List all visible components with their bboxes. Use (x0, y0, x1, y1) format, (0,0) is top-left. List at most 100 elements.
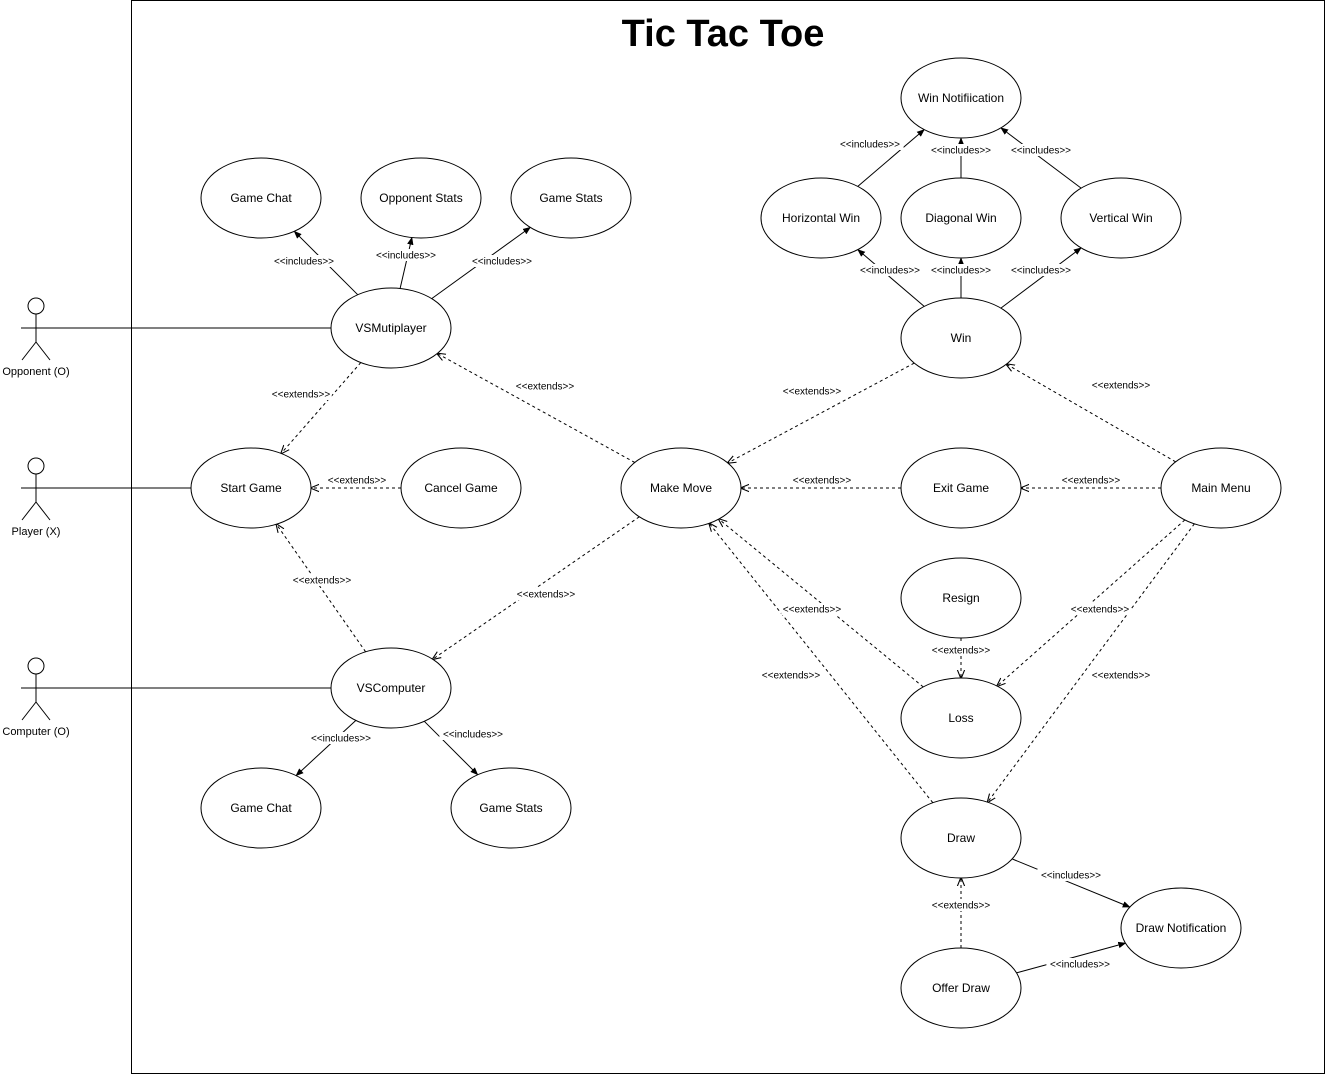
label-background (514, 380, 576, 392)
use-case-vs-computer: VSComputer (330, 647, 452, 729)
label-background (856, 264, 924, 276)
extends-label: <<extends>> (783, 605, 842, 616)
label-background (1060, 474, 1122, 486)
label-background (791, 474, 853, 486)
actor-label: Computer (O) (2, 726, 69, 738)
label-background (760, 669, 822, 681)
actor-head (27, 297, 45, 315)
use-case-ellipse (1060, 177, 1182, 259)
includes-label: <<includes>> (1011, 266, 1071, 277)
use-case-win: Win (900, 297, 1022, 379)
use-case-label: Win (951, 331, 972, 345)
use-case-label: Game Stats (539, 191, 602, 205)
label-background (927, 144, 995, 156)
actor-right-leg (35, 701, 51, 721)
use-case-start-game: Start Game (190, 447, 312, 529)
includes-edge-win-to-horizontal_win (857, 249, 925, 307)
includes-label: <<includes>> (860, 266, 920, 277)
use-case-ellipse (360, 157, 482, 239)
use-case-ellipse (1160, 447, 1282, 529)
use-case-label: Draw (947, 831, 975, 845)
label-background (307, 732, 375, 744)
extends-label: <<extends>> (328, 476, 387, 487)
use-case-label: Horizontal Win (782, 211, 860, 225)
use-case-ellipse (900, 557, 1022, 639)
use-case-diagonal-win: Diagonal Win (900, 177, 1022, 259)
label-background (270, 255, 338, 267)
includes-edge-draw-to-draw_notification (1011, 858, 1131, 908)
extends-label: <<extends>> (272, 390, 331, 401)
use-case-label: Diagonal Win (925, 211, 996, 225)
use-case-vs-multiplayer: VSMutiplayer (330, 287, 452, 369)
use-case-label: Exit Game (933, 481, 989, 495)
use-case-game-stats-bottom: Game Stats (450, 767, 572, 849)
label-background (270, 388, 332, 400)
use-case-label: Make Move (650, 481, 712, 495)
extends-edge-vs_computer-to-start_game (276, 524, 367, 653)
extends-label: <<extends>> (1071, 605, 1130, 616)
actor-right-leg (35, 501, 51, 521)
use-case-ellipse (450, 767, 572, 849)
includes-label: <<includes>> (472, 257, 532, 268)
actor-head (27, 457, 45, 475)
use-case-label: Win Notifiication (918, 91, 1004, 105)
use-case-vertical-win: Vertical Win (1060, 177, 1182, 259)
actor-label: Opponent (O) (2, 366, 69, 378)
diagram-title: Tic Tac Toe (622, 13, 825, 55)
includes-label: <<includes>> (1041, 871, 1101, 882)
relationship-edges (276, 127, 1195, 974)
includes-edge-vs_multiplayer-to-opponent_stats (399, 236, 414, 289)
includes-label: <<includes>> (931, 266, 991, 277)
use-case-label: Loss (948, 711, 973, 725)
extends-label: <<extends>> (932, 901, 991, 912)
extends-edge-make_move-to-vs_multiplayer (437, 354, 636, 463)
use-case-label: Game Chat (230, 801, 292, 815)
actor-associations (36, 327, 331, 689)
use-case-offer-draw: Offer Draw (900, 947, 1022, 1029)
actors: Opponent (O) Player (X) Computer (O) (2, 297, 70, 738)
includes-label: <<includes>> (1011, 146, 1071, 157)
use-case-label: Game Chat (230, 191, 292, 205)
use-case-game-chat-top: Game Chat (200, 157, 322, 239)
label-background (515, 588, 577, 600)
includes-label: <<includes>> (311, 734, 371, 745)
includes-edge-horizontal_win-to-win_notification (857, 129, 925, 187)
label-background (1007, 264, 1075, 276)
label-background (1090, 669, 1152, 681)
use-case-ellipse (900, 177, 1022, 259)
label-background (468, 255, 536, 267)
label-background (1046, 958, 1114, 970)
use-case-ellipse (620, 447, 742, 529)
use-case-draw: Draw (900, 797, 1022, 879)
use-case-label: Main Menu (1191, 481, 1250, 495)
use-case-make-move: Make Move (620, 447, 742, 529)
use-case-label: Cancel Game (424, 481, 498, 495)
extends-label: <<extends>> (783, 387, 842, 398)
includes-label: <<includes>> (443, 730, 503, 741)
actor-left-leg (21, 701, 37, 721)
use-case-opponent-stats: Opponent Stats (360, 157, 482, 239)
use-case-label: VSMutiplayer (355, 321, 426, 335)
use-case-ellipse (900, 677, 1022, 759)
use-case-label: Opponent Stats (379, 191, 462, 205)
use-case-label: Offer Draw (932, 981, 990, 995)
includes-edge-vs_computer-to-game_stats_bottom (423, 720, 479, 776)
actor-player: Player (X) (12, 457, 60, 538)
extends-label: <<extends>> (293, 576, 352, 587)
use-case-ellipse (900, 947, 1022, 1029)
extends-label: <<extends>> (793, 476, 852, 487)
use-case-label: Vertical Win (1089, 211, 1152, 225)
use-case-game-stats-top: Game Stats (510, 157, 632, 239)
use-case-ellipse (330, 647, 452, 729)
includes-edge-vertical_win-to-win_notification (1000, 127, 1082, 189)
use-case-resign: Resign (900, 557, 1022, 639)
label-background (1069, 603, 1131, 615)
use-case-ellipse (900, 797, 1022, 879)
relationship-labels: <<includes>> <<includes>> <<includes>> <<ex… (270, 138, 1152, 971)
label-background (326, 474, 388, 486)
use-case-game-chat-bottom: Game Chat (200, 767, 322, 849)
use-case-ellipse (200, 767, 322, 849)
label-background (781, 385, 843, 397)
